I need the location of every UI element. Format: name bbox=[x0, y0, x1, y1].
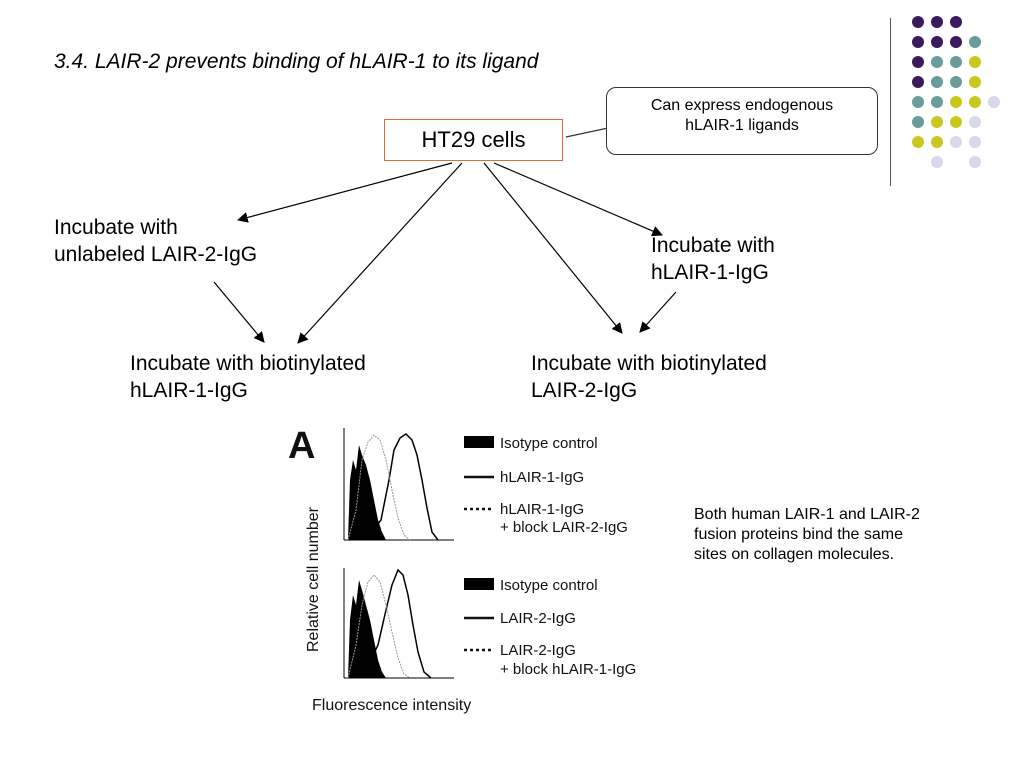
legend-swatch-filled bbox=[464, 436, 494, 448]
y-axis-label: Relative cell number bbox=[305, 506, 322, 652]
panel-label: A bbox=[288, 425, 315, 467]
decor-dot bbox=[931, 156, 943, 168]
note-line: sites on collagen molecules. bbox=[694, 546, 895, 563]
collagen-note: Both human LAIR-1 and LAIR-2 fusion prot… bbox=[694, 505, 994, 565]
legend-label: hLAIR-1-IgG bbox=[500, 501, 584, 518]
decor-dot bbox=[969, 156, 981, 168]
decor-dot bbox=[931, 136, 943, 148]
decor-dot bbox=[912, 36, 924, 48]
flow-cytometry-figure: A Relative cell number Fluorescence inte… bbox=[288, 425, 636, 714]
step-line: Incubate with biotinylated bbox=[130, 352, 366, 375]
decor-dot bbox=[931, 36, 943, 48]
note-line: Both human LAIR-1 and LAIR-2 bbox=[694, 506, 920, 523]
top-isotype-fill bbox=[348, 445, 386, 540]
step-line: unlabeled LAIR-2-IgG bbox=[54, 243, 258, 266]
step-line: hLAIR-1-IgG bbox=[651, 261, 769, 284]
decor-dot bbox=[950, 116, 962, 128]
decor-dot bbox=[950, 96, 962, 108]
legend-label: hLAIR-1-IgG bbox=[500, 469, 584, 486]
decor-dot bbox=[931, 96, 943, 108]
bottom-lair2-curve bbox=[347, 568, 432, 679]
legend-label: + block hLAIR-1-IgG bbox=[500, 661, 636, 678]
decor-dot bbox=[931, 116, 943, 128]
x-axis-label: Fluorescence intensity bbox=[312, 697, 471, 714]
dot-grid-decoration bbox=[912, 16, 1000, 168]
top-hlair1-curve bbox=[347, 433, 439, 541]
step-line: LAIR-2-IgG bbox=[531, 379, 638, 402]
decor-dot bbox=[950, 136, 962, 148]
decor-dot bbox=[988, 96, 1000, 108]
legend-label: Isotype control bbox=[500, 577, 598, 594]
ht29-cells-box: HT29 cells bbox=[384, 119, 563, 161]
legend-swatch-filled bbox=[464, 578, 494, 590]
decor-dot bbox=[931, 76, 943, 88]
callout-line-1: Can express endogenous bbox=[650, 97, 834, 114]
arrow-to-hlair1 bbox=[493, 162, 663, 237]
arrow-to-biot-lair2 bbox=[483, 162, 623, 334]
decor-dot bbox=[950, 76, 962, 88]
callout-line-2: hLAIR-1 ligands bbox=[685, 117, 799, 134]
decor-dot bbox=[950, 36, 962, 48]
decor-dot bbox=[931, 16, 943, 28]
bottom-histogram-panel bbox=[343, 568, 454, 679]
decor-dot bbox=[969, 96, 981, 108]
step-biotinylated-hlair1: Incubate with biotinylated hLAIR-1-IgG bbox=[130, 350, 366, 404]
step-hlair1-igg: Incubate with hLAIR-1-IgG bbox=[651, 232, 775, 286]
decor-dot bbox=[931, 56, 943, 68]
decor-dot bbox=[969, 116, 981, 128]
note-line: fusion proteins bind the same bbox=[694, 526, 904, 543]
legend-label: + block LAIR-2-IgG bbox=[500, 519, 628, 536]
decor-dot bbox=[912, 96, 924, 108]
callout-pointer bbox=[565, 112, 609, 138]
decor-dot bbox=[969, 76, 981, 88]
arrow-to-biot-hlair1 bbox=[297, 162, 463, 344]
arrow-to-unlabeled-lair2 bbox=[236, 162, 453, 223]
step-line: Incubate with biotinylated bbox=[531, 352, 767, 375]
bottom-blocked-curve bbox=[347, 574, 411, 679]
top-legend: Isotype control hLAIR-1-IgG hLAIR-1-IgG … bbox=[464, 435, 628, 536]
decor-dot bbox=[912, 56, 924, 68]
decor-dot bbox=[969, 36, 981, 48]
decor-dot bbox=[912, 16, 924, 28]
bottom-isotype-fill bbox=[348, 580, 386, 678]
step-line: Incubate with bbox=[54, 216, 178, 239]
ligand-callout: Can express endogenous hLAIR-1 ligands bbox=[606, 87, 878, 155]
bottom-legend: Isotype control LAIR-2-IgG LAIR-2-IgG + … bbox=[464, 577, 636, 678]
decor-dot bbox=[950, 56, 962, 68]
divider-line bbox=[890, 18, 891, 186]
arrow-hlair1-to-biot-lair2 bbox=[639, 291, 677, 333]
decor-dot bbox=[912, 76, 924, 88]
step-line: hLAIR-1-IgG bbox=[130, 379, 248, 402]
step-biotinylated-lair2: Incubate with biotinylated LAIR-2-IgG bbox=[531, 350, 767, 404]
top-blocked-curve bbox=[347, 434, 411, 541]
decor-dot bbox=[969, 56, 981, 68]
top-histogram-panel bbox=[343, 428, 454, 541]
slide-title: 3.4. LAIR-2 prevents binding of hLAIR-1 … bbox=[54, 50, 539, 73]
step-line: Incubate with bbox=[651, 234, 775, 257]
decor-dot bbox=[912, 116, 924, 128]
decor-dot bbox=[969, 136, 981, 148]
legend-label: LAIR-2-IgG bbox=[500, 642, 576, 659]
legend-label: LAIR-2-IgG bbox=[500, 610, 576, 627]
decor-dot bbox=[912, 136, 924, 148]
arrow-unlabeled-to-biot-hlair1 bbox=[213, 281, 265, 343]
step-unlabeled-lair2: Incubate with unlabeled LAIR-2-IgG bbox=[54, 214, 257, 268]
decor-dot bbox=[950, 16, 962, 28]
legend-label: Isotype control bbox=[500, 435, 598, 452]
